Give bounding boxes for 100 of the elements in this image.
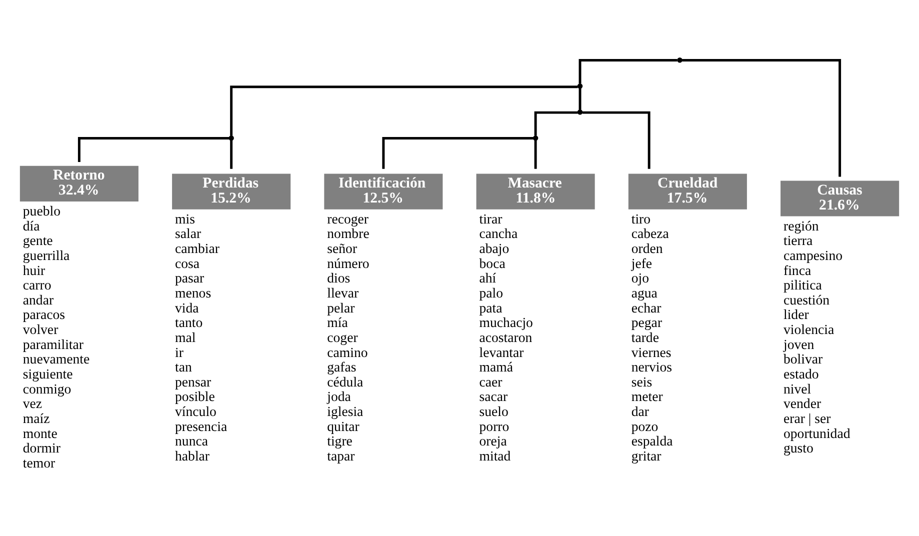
node-label: nivel <box>784 381 812 396</box>
node-box: Retorno 32.4% <box>20 166 138 202</box>
node-label: maíz <box>22 410 50 426</box>
node-label: región <box>784 218 819 234</box>
node-label: número <box>327 256 370 271</box>
node-label: tarde <box>631 330 659 345</box>
node-label: tirar <box>479 211 502 226</box>
node-label: mía <box>327 315 348 330</box>
node-label: presencia <box>175 418 228 434</box>
node-label: agua <box>631 285 658 300</box>
node-label: señor <box>327 241 358 256</box>
node-label: andar <box>22 292 54 308</box>
node-label: dormir <box>22 440 60 456</box>
node-label: paramilitar <box>22 336 84 352</box>
node-label: abajo <box>479 241 510 256</box>
node-label: mitad <box>479 448 511 464</box>
node-label: bolivar <box>784 352 823 367</box>
node-label: quitar <box>327 418 360 434</box>
node-label: lider <box>784 307 809 322</box>
node-label: vender <box>784 396 822 412</box>
node-label: siguiente <box>22 366 73 382</box>
node-label: tanto <box>175 315 203 330</box>
node-label: palo <box>479 285 504 300</box>
node-label: huir <box>22 262 46 278</box>
node-label: monte <box>22 426 58 441</box>
node-label: conmigo <box>22 381 72 396</box>
node-label: nunca <box>175 434 208 449</box>
node-label: ir <box>175 344 184 360</box>
node-label: vida <box>175 300 199 316</box>
node-label: boca <box>479 256 506 271</box>
node-label: mal <box>175 330 196 345</box>
node-label: mis <box>175 211 195 226</box>
node-box: Identificación 12.5% <box>324 174 443 210</box>
node-label: finca <box>784 262 812 278</box>
connector <box>578 58 678 84</box>
connector <box>578 88 582 110</box>
connector <box>682 58 842 177</box>
node-label: pegar <box>631 315 662 330</box>
node-label: pilitica <box>784 278 822 293</box>
node-label: guerrilla <box>22 248 70 263</box>
node-label: jefe <box>631 256 652 271</box>
node-label: pozo <box>631 418 658 434</box>
node-label: nuevamente <box>22 352 90 367</box>
node-label: cosa <box>175 256 200 271</box>
node-label: nervios <box>631 360 672 375</box>
node-label: menos <box>175 285 212 300</box>
node-label: echar <box>631 300 662 316</box>
node-label: carro <box>22 278 52 293</box>
node-point <box>577 83 583 89</box>
node-point <box>677 57 682 63</box>
node-label: pelar <box>327 300 355 316</box>
node-label: temor <box>22 455 56 470</box>
node-label: gafas <box>327 360 356 375</box>
node-point <box>577 109 583 115</box>
node-label: violencia <box>784 322 834 338</box>
node-label: nombre <box>327 226 370 242</box>
node-label: vínculo <box>175 404 216 420</box>
node-label: muchacjo <box>479 315 533 330</box>
node-label: campesino <box>784 248 843 263</box>
node-label: caer <box>479 374 502 390</box>
node-label: porro <box>479 418 510 434</box>
node-label: viernes <box>631 344 672 360</box>
node-label: posible <box>175 389 215 404</box>
node-label: ahí <box>479 270 496 286</box>
node-label: vez <box>22 396 42 412</box>
node-label: cédula <box>327 374 364 390</box>
node-label: oportunidad <box>784 426 850 441</box>
node-label: joven <box>784 336 814 352</box>
node-label: acostaron <box>479 330 532 345</box>
node-label: recoger <box>327 211 369 226</box>
node-label: salar <box>175 226 202 242</box>
node-label: paracos <box>22 307 66 322</box>
node-label: oreja <box>479 434 507 449</box>
node-label: orden <box>631 241 663 256</box>
node-box: Causas 21.6% <box>780 180 900 216</box>
connector <box>534 111 578 136</box>
node-label: cuestión <box>784 292 830 308</box>
node-label: dios <box>327 270 350 286</box>
node-box: Masacre 11.8% <box>476 174 595 210</box>
node-label: hablar <box>175 448 210 464</box>
node-label: llevar <box>327 285 359 300</box>
node-point <box>228 135 234 141</box>
connector <box>534 140 537 169</box>
node-label: ojo <box>631 270 650 286</box>
node-box: Crueldad 17.5% <box>628 174 747 210</box>
node-label: gusto <box>784 440 814 456</box>
node-point <box>532 135 538 141</box>
node-label: mamá <box>479 360 514 375</box>
node-box: Perdidas 15.2% <box>172 174 291 210</box>
node-label: tapar <box>327 448 355 464</box>
node-label: tiro <box>631 211 651 226</box>
node-label: pueblo <box>22 203 60 218</box>
node-label: día <box>22 218 40 234</box>
node-label: meter <box>631 389 663 404</box>
node-label: joda <box>327 389 351 404</box>
node-label: levantar <box>479 344 524 360</box>
node-label: cancha <box>479 226 518 242</box>
node-label: coger <box>327 330 358 345</box>
node-label: iglesia <box>327 404 364 420</box>
connector <box>582 111 650 169</box>
